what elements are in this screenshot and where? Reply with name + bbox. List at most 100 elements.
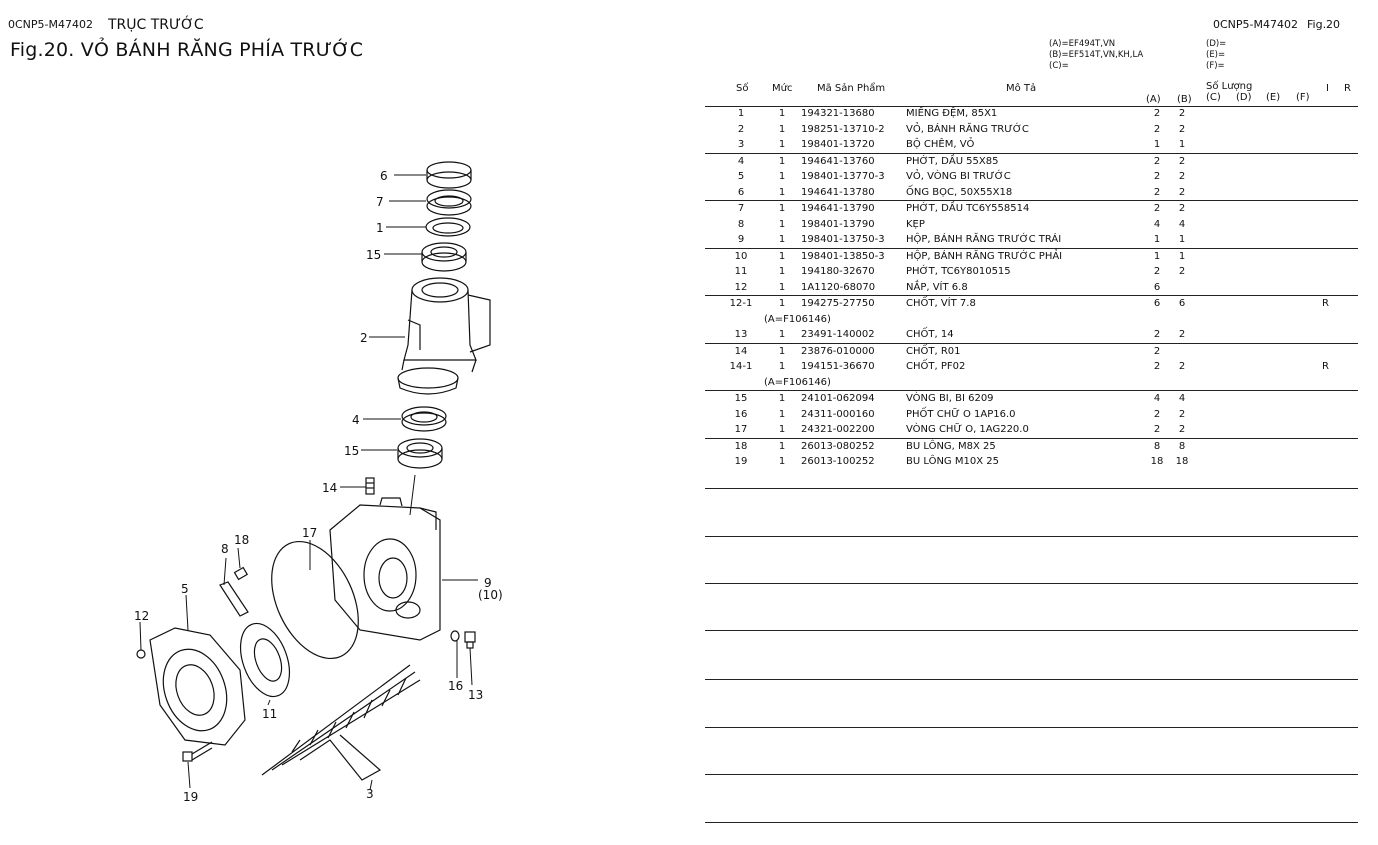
callout-label: 15 [366, 248, 381, 262]
part-level: 1 [778, 281, 786, 293]
part-number-index: 15 [734, 393, 748, 404]
qty-a: 2 [1153, 408, 1161, 420]
part-bearing-top [421, 242, 467, 272]
remark-r: R [1322, 361, 1329, 372]
part-level: 1 [778, 234, 786, 245]
qty-b: 2 [1178, 186, 1186, 198]
qty-a: 8 [1153, 440, 1161, 452]
part-level: 1 [778, 139, 786, 150]
part-number-index: 13 [734, 329, 748, 340]
part-number-index: 9 [737, 234, 745, 245]
part-level: 1 [778, 440, 786, 452]
part-level: 1 [778, 108, 786, 119]
part-level: 1 [778, 408, 786, 420]
part-code: 194151-36670 [801, 361, 875, 372]
part-bolt [182, 741, 213, 762]
part-description: NẮP, VÍT 6.8 [906, 281, 968, 293]
part-gear-box [329, 497, 441, 641]
doc-code-right: 0CNP5-M47402 [1213, 18, 1298, 31]
qty-a: 2 [1153, 361, 1161, 372]
blank-rule [705, 488, 1358, 489]
qty-b: 2 [1178, 171, 1186, 182]
col-f: (F) [1296, 92, 1310, 103]
part-code: 198401-13720 [801, 139, 875, 150]
col-a: (A) [1146, 94, 1161, 105]
section-title: TRỤC TRƯỚC [108, 17, 204, 33]
part-plug [464, 631, 476, 649]
part-code: 194180-32670 [801, 266, 875, 277]
callout-label: 4 [352, 413, 360, 427]
model-legend-left: (A)=EF494T,VN (B)=EF514T,VN,KH,LA (C)= [1049, 39, 1143, 72]
callout-label: 6 [380, 169, 388, 183]
blank-rule [705, 679, 1358, 680]
part-number-index: 10 [734, 250, 748, 262]
qty-b: 4 [1178, 218, 1186, 230]
header-rule [705, 106, 1358, 107]
qty-a: 2 [1153, 123, 1161, 135]
part-bolt-small [233, 566, 249, 581]
part-description: PHỚT, DẦU 55X85 [906, 155, 999, 167]
callout-label: 8 [221, 542, 229, 556]
part-code: 194275-27750 [801, 298, 875, 309]
part-seal-large [239, 622, 291, 698]
part-description: CHỐT, R01 [906, 345, 961, 357]
table-row-note: (A=F106146) [705, 375, 1358, 391]
part-clip [219, 581, 249, 617]
part-number-index: 6 [737, 186, 745, 198]
qty-b: 2 [1178, 203, 1186, 214]
qty-a: 6 [1153, 298, 1161, 309]
qty-b: 2 [1178, 424, 1186, 435]
part-gasket [425, 217, 471, 237]
part-description: MIẾNG ĐỆM, 85X1 [906, 108, 998, 119]
blank-rule [705, 630, 1358, 631]
col-no: Số [736, 83, 749, 94]
part-description: VÒNG BI, BI 6209 [906, 393, 994, 404]
col-i: I [1326, 83, 1329, 94]
qty-b: 18 [1175, 456, 1189, 467]
part-code: 23876-010000 [801, 345, 875, 357]
serial-note: (A=F106146) [764, 376, 831, 388]
part-code: 24321-002200 [801, 424, 875, 435]
part-description: HỘP, BÁNH RĂNG TRƯỚC PHẢI [906, 250, 1063, 262]
col-c: (C) [1206, 92, 1221, 103]
part-number-index: 14-1 [729, 361, 753, 372]
qty-b: 2 [1178, 408, 1186, 420]
qty-a: 2 [1153, 108, 1161, 119]
qty-a: 2 [1153, 203, 1161, 214]
part-number-index: 8 [737, 218, 745, 230]
part-description: CHỐT, PF02 [906, 361, 966, 372]
part-o-ring [271, 540, 359, 660]
blank-rule [705, 583, 1358, 584]
part-level: 1 [778, 123, 786, 135]
part-pin [365, 477, 375, 495]
qty-b: 2 [1178, 123, 1186, 135]
figure-ref: Fig.20 [1307, 18, 1341, 31]
part-code: 24311-000160 [801, 408, 875, 420]
qty-a: 1 [1153, 250, 1161, 262]
qty-a: 2 [1153, 424, 1161, 435]
part-description: PHỚT, DẦU TC6Y558514 [906, 203, 1030, 214]
qty-a: 6 [1153, 281, 1161, 293]
figure-title: Fig.20. VỎ BÁNH RĂNG PHÍA TRƯỚC [10, 39, 364, 61]
callout-label: 3 [366, 787, 374, 801]
legend-c: (C)= [1049, 61, 1069, 71]
part-code: 198401-13850-3 [801, 250, 885, 262]
part-sleeve [426, 161, 472, 189]
part-level: 1 [778, 186, 786, 198]
part-description: ỐNG BỌC, 50X55X18 [906, 186, 1013, 198]
model-legend-right: (D)= (E)= (F)= [1206, 39, 1226, 72]
callout-label: 17 [302, 526, 317, 540]
legend-d: (D)= [1206, 39, 1227, 49]
part-code: 194321-13680 [801, 108, 875, 119]
part-number-index: 2 [737, 123, 745, 135]
qty-b: 2 [1178, 361, 1186, 372]
callout-leaders [139, 174, 478, 791]
part-level: 1 [778, 171, 786, 182]
